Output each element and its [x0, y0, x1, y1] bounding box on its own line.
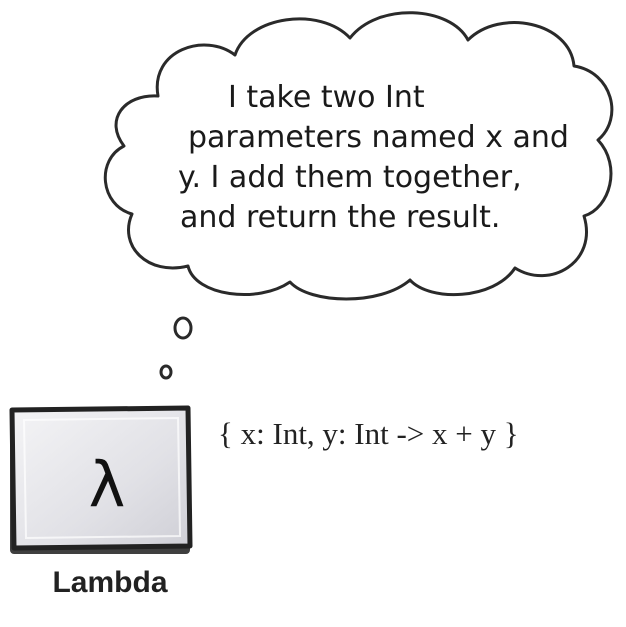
thought-line: y. I add them together,: [178, 158, 598, 198]
lambda-code-expression: { x: Int, y: Int -> x + y }: [218, 416, 519, 452]
thought-line: and return the result.: [178, 198, 598, 238]
thought-dot-small: [161, 366, 171, 378]
lambda-symbol: λ: [62, 450, 152, 520]
thought-text: I take two Int parameters named x and y.…: [178, 78, 598, 238]
thought-line: I take two Int: [178, 78, 598, 118]
thought-line: parameters named x and: [178, 118, 598, 158]
lambda-caption: Lambda: [20, 566, 200, 600]
thought-dot-large: [175, 318, 191, 338]
